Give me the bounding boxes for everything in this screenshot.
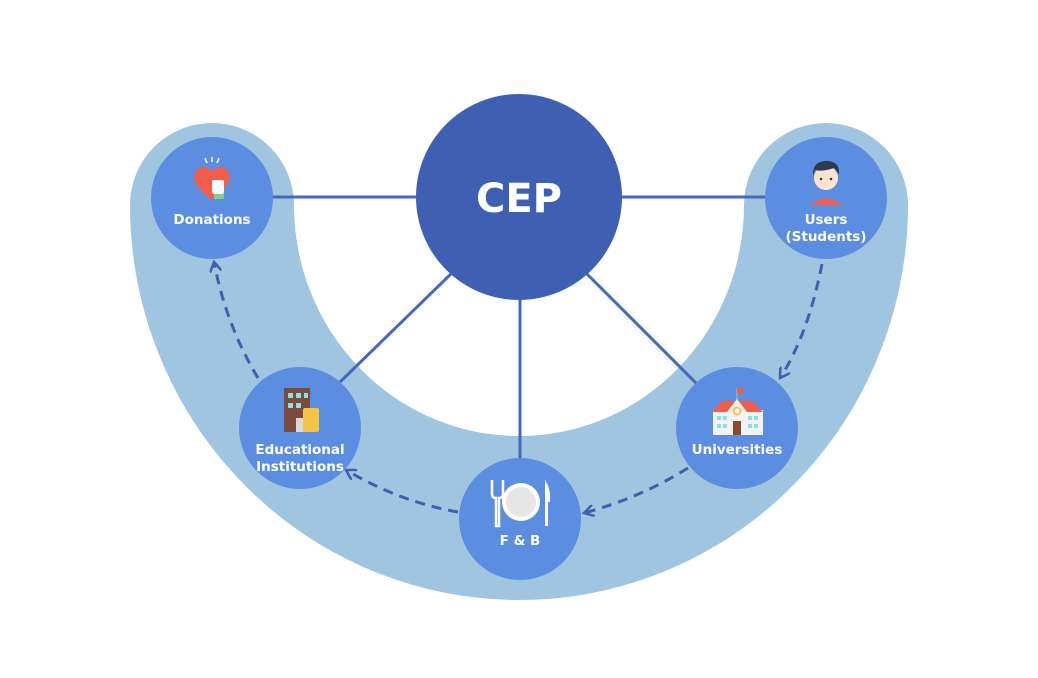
center-node-cep: CEP bbox=[416, 94, 622, 300]
office-building-icon bbox=[284, 388, 319, 432]
node-educational-institutions: Educational Institutions bbox=[239, 367, 361, 489]
school-building-icon bbox=[712, 388, 763, 435]
universities-label: Universities bbox=[692, 442, 783, 458]
line-cep-educational bbox=[338, 268, 457, 384]
node-users: Users (Students) bbox=[765, 137, 887, 259]
arrow-users-to-universities bbox=[780, 263, 824, 378]
heart-hand-icon bbox=[194, 157, 230, 200]
connector-lines bbox=[270, 195, 768, 460]
arrow-universities-to-fnb bbox=[584, 466, 689, 513]
node-donations: Donations bbox=[151, 137, 273, 259]
arrow-fnb-to-educational bbox=[346, 470, 459, 514]
arrow-educational-to-donations bbox=[214, 262, 260, 379]
educational-sublabel: Institutions bbox=[256, 459, 344, 475]
educational-label: Educational bbox=[255, 442, 344, 458]
users-label: Users bbox=[805, 212, 848, 228]
node-fnb: F & B bbox=[459, 458, 581, 580]
donations-label: Donations bbox=[173, 212, 250, 228]
student-avatar-icon bbox=[810, 160, 842, 205]
center-label: CEP bbox=[476, 176, 562, 222]
users-sublabel: (Students) bbox=[785, 229, 866, 245]
node-universities: Universities bbox=[676, 367, 798, 489]
plate-cutlery-icon bbox=[490, 480, 551, 528]
flow-arrows bbox=[214, 262, 824, 514]
fnb-label: F & B bbox=[500, 533, 541, 549]
line-cep-universities bbox=[581, 268, 700, 387]
